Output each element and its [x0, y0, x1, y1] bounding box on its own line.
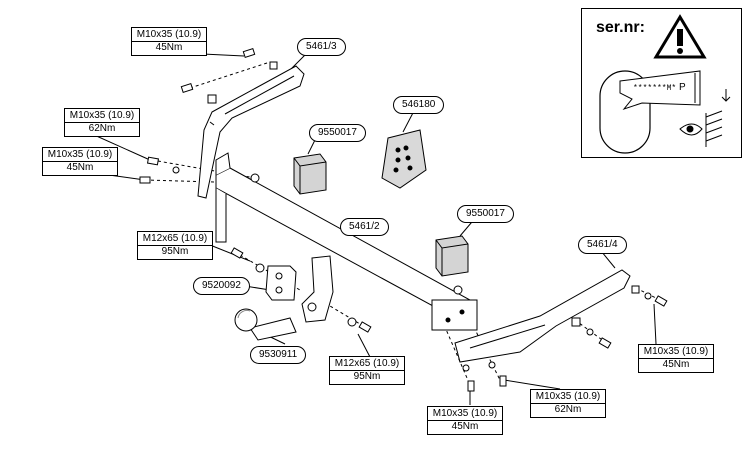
serial-number-legend: ser.nr: *******M* P [581, 8, 742, 158]
part-tag-5461-2: 5461/2 [340, 218, 389, 236]
bolt-size: M10x35 (10.9) [43, 148, 117, 162]
bolt-size: M10x35 (10.9) [639, 345, 713, 359]
torque-spec-ball-lower: M12x65 (10.9) 95Nm [329, 356, 405, 385]
part-tag-label: 9550017 [466, 208, 505, 219]
bolt-size: M12x65 (10.9) [330, 357, 404, 371]
bolt-size: M12x65 (10.9) [138, 232, 212, 246]
torque-spec-bottom-right: M10x35 (10.9) 62Nm [530, 389, 606, 418]
torque-spec-right: M10x35 (10.9) 45Nm [638, 344, 714, 373]
socket-plate-9520092 [265, 265, 297, 301]
crossbar-5461-2 [215, 152, 478, 331]
part-tag-label: 9520092 [202, 280, 241, 291]
torque-value: 95Nm [353, 371, 381, 382]
bolt-size: M10x35 (10.9) [65, 109, 139, 123]
center-hook [301, 255, 334, 323]
eye-icon [679, 110, 723, 147]
tow-ball-9530911 [234, 308, 297, 341]
torque-value: 45Nm [662, 359, 690, 370]
torque-spec-top: M10x35 (10.9) 45Nm [131, 27, 207, 56]
torque-value: 62Nm [554, 404, 582, 415]
left-bracket-5461-3 [197, 65, 305, 199]
part-tag-5461-3: 5461/3 [297, 38, 346, 56]
part-tag-label: 5461/2 [349, 221, 380, 232]
torque-value: 62Nm [88, 123, 116, 134]
torque-value: 95Nm [161, 246, 189, 257]
torque-spec-left-upper: M10x35 (10.9) 62Nm [64, 108, 140, 137]
legend-title: ser.nr: [596, 19, 645, 36]
nuts-washers [172, 61, 652, 372]
spacer-right-9550017 [435, 235, 469, 277]
plate-546180 [381, 129, 427, 189]
bolts [139, 47, 668, 392]
spacer-top-9550017 [293, 153, 327, 195]
bolt-size: M10x35 (10.9) [132, 28, 206, 42]
part-tag-9530911: 9530911 [250, 346, 307, 364]
part-tag-9550017-top: 9550017 [309, 124, 366, 142]
bolt-size: M10x35 (10.9) [531, 390, 605, 404]
part-tag-label: 9530911 [259, 349, 298, 360]
part-tag-5461-4: 5461/4 [578, 236, 627, 254]
torque-spec-bottom-left: M10x35 (10.9) 45Nm [427, 406, 503, 435]
right-bracket-5461-4 [454, 269, 631, 363]
torque-value: 45Nm [66, 162, 94, 173]
torque-spec-ball-upper: M12x65 (10.9) 95Nm [137, 231, 213, 260]
part-tag-label: 546180 [402, 99, 436, 110]
legend-drawing [599, 14, 731, 154]
warning-triangle-icon [653, 14, 707, 59]
torque-value: 45Nm [155, 42, 183, 53]
part-tag-label: 9550017 [318, 127, 357, 138]
part-tag-546180: 546180 [393, 96, 445, 114]
serial-code-text: *******M* [633, 84, 677, 93]
part-tag-label: 5461/3 [306, 41, 337, 52]
serial-suffix-text: P [679, 82, 686, 93]
torque-value: 45Nm [451, 421, 479, 432]
part-tag-label: 5461/4 [587, 239, 618, 250]
part-tag-9520092: 9520092 [193, 277, 250, 295]
part-tag-9550017-right: 9550017 [457, 205, 514, 223]
bolt-size: M10x35 (10.9) [428, 407, 502, 421]
torque-spec-left-lower: M10x35 (10.9) 45Nm [42, 147, 118, 176]
